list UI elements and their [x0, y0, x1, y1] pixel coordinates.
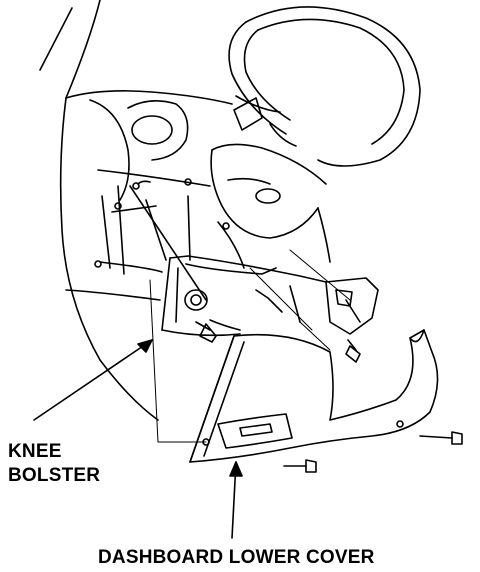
- assembly-reference-lines: [149, 249, 351, 443]
- knee-bolster: [161, 255, 327, 337]
- dashboard-lower-cover-label: DASHBOARD LOWER COVER: [98, 547, 375, 568]
- knee-bolster-label: KNEE BOLSTER: [8, 440, 100, 488]
- dashboard-lower-cover: [189, 329, 439, 463]
- dashboard-upper-shell: [59, 90, 233, 421]
- knee-bolster-label-line2: BOLSTER: [8, 465, 101, 486]
- bolt-bracket: [345, 339, 361, 363]
- a-pillar-lines: [39, 0, 101, 99]
- leader-arrows: [33, 339, 243, 539]
- steering-wheel: [228, 6, 421, 167]
- bolt-knee-bolster: [195, 321, 217, 343]
- knee-bolster-arrow: [33, 339, 153, 421]
- bolt-cover-right: [419, 431, 463, 445]
- bolt-cover-bottom: [283, 459, 317, 473]
- dashboard-cover-arrow: [229, 461, 243, 539]
- knee-bolster-label-line1: KNEE: [8, 441, 62, 462]
- mounting-bolts: [195, 321, 463, 473]
- column-bracket: [325, 277, 379, 335]
- under-dash-frame: [94, 178, 230, 301]
